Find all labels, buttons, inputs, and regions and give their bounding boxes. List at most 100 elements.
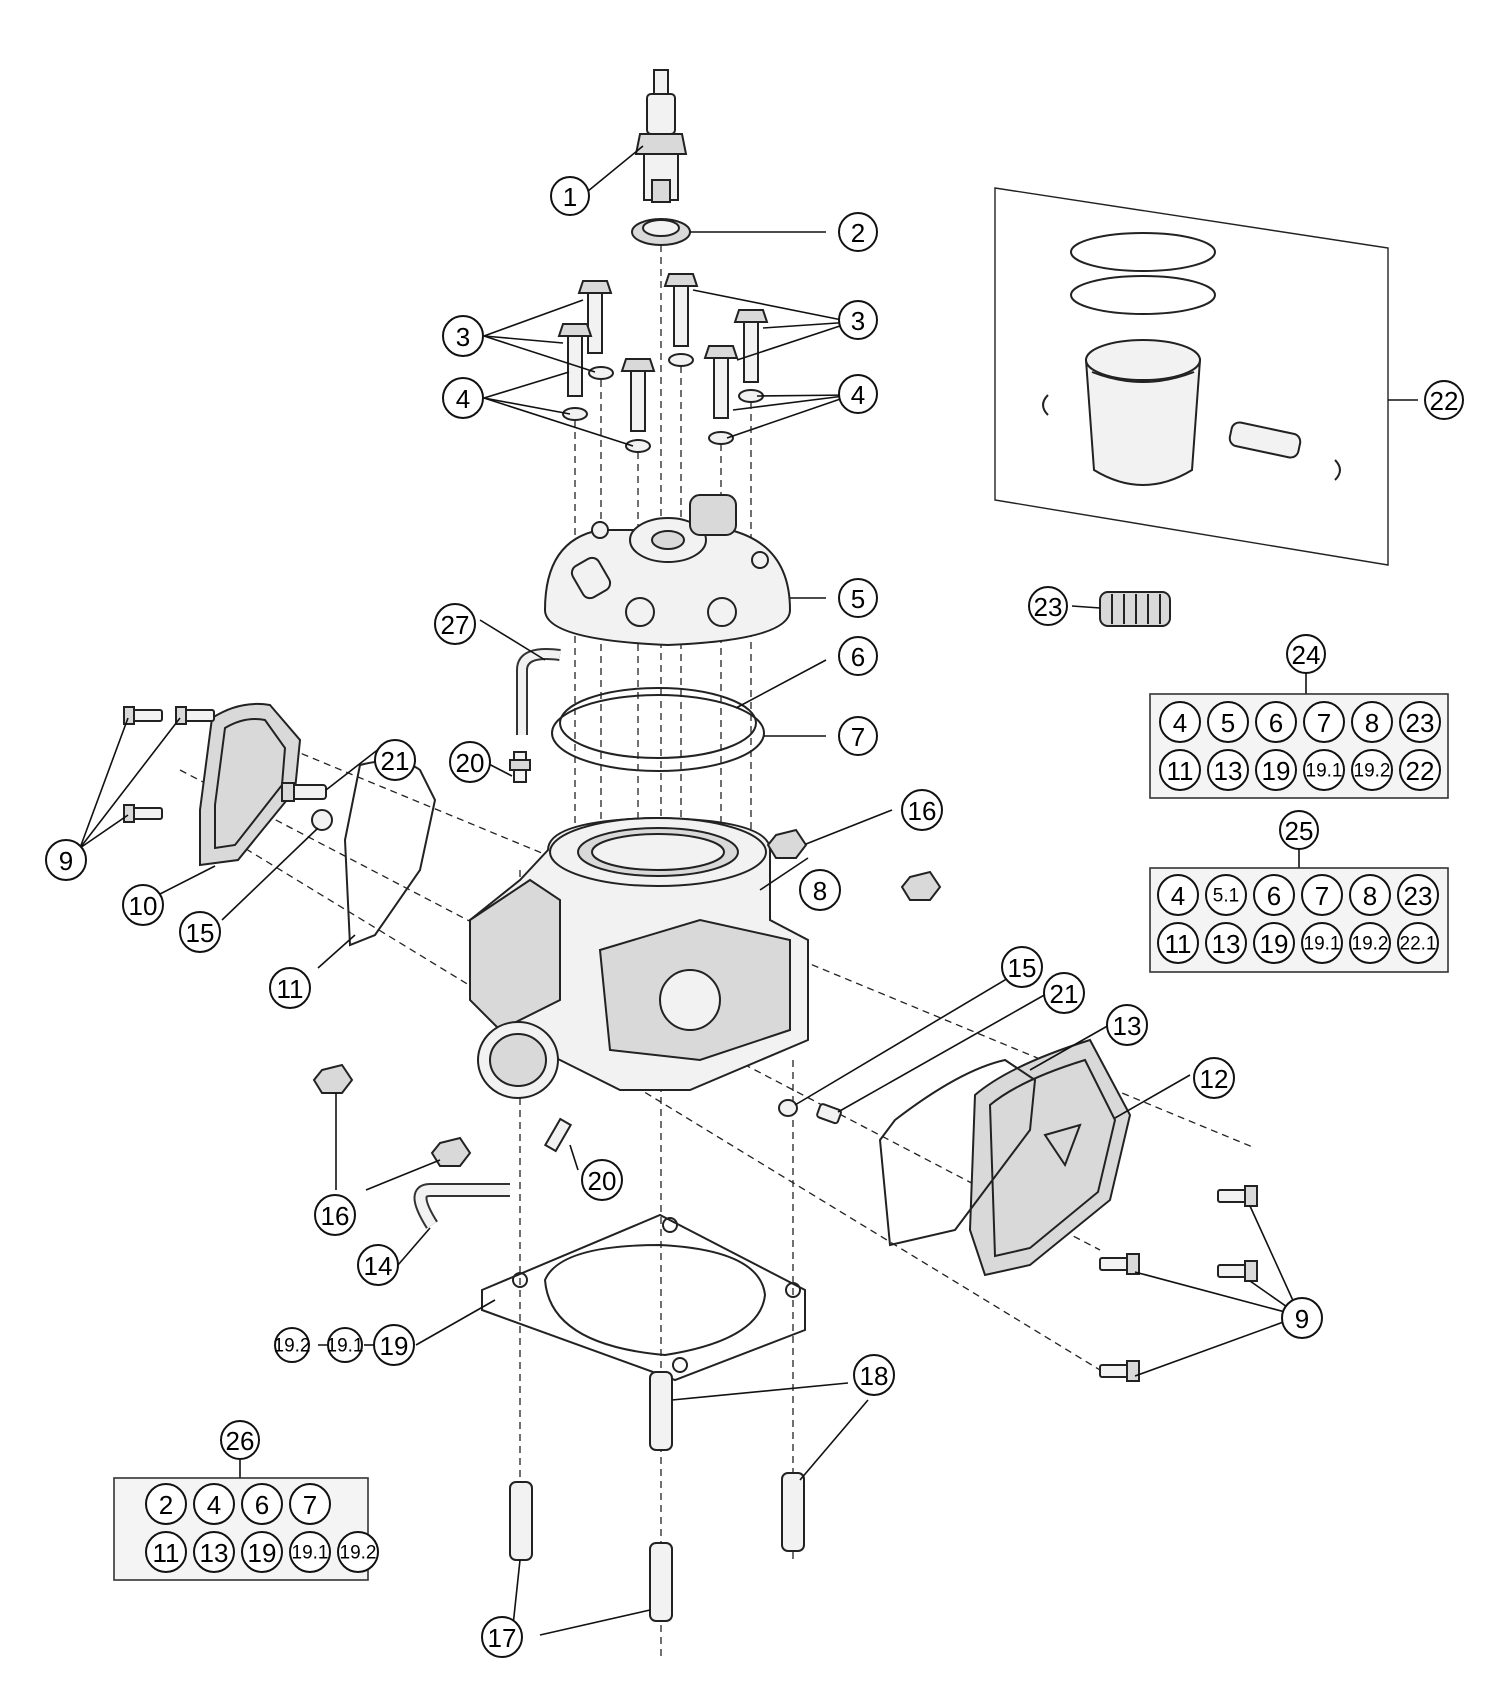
callout-label: 13	[200, 1538, 229, 1568]
callout-label: 21	[1050, 979, 1079, 1009]
callout-20: 20	[449, 741, 491, 783]
callout-label: 7	[851, 722, 865, 752]
callout-15: 15	[1001, 946, 1043, 988]
callout-11: 11	[269, 967, 311, 1009]
callout-label: 13	[1214, 756, 1243, 786]
kit-25-item: 7	[1301, 874, 1343, 916]
callout-27: 27	[434, 603, 476, 645]
callout-label: 15	[186, 918, 215, 948]
head-bolts	[483, 273, 853, 453]
left-pv-cover	[157, 702, 302, 896]
kit-25-item: 11	[1157, 922, 1199, 964]
kit-24-item: 6	[1255, 701, 1297, 743]
callout-9: 9	[45, 839, 87, 881]
right-washer	[778, 967, 1026, 1117]
callout-label: 3	[851, 306, 865, 336]
callout-label: 19	[380, 1331, 409, 1361]
callout-label: 16	[321, 1201, 350, 1231]
callout-23: 23	[1028, 586, 1068, 626]
callout-label: 20	[456, 748, 485, 778]
kit-24-item: 22	[1399, 749, 1441, 791]
kit-26-item: 7	[289, 1483, 331, 1525]
left-cover-bolts	[79, 706, 215, 849]
callout-label: 19.2	[1352, 934, 1389, 955]
callout-1: 1	[550, 176, 590, 216]
callout-12: 12	[1193, 1057, 1235, 1099]
kit-25-item: 5.1	[1205, 874, 1247, 916]
callout-3: 3	[442, 315, 484, 357]
callout-label: 15	[1008, 953, 1037, 983]
kit-24-item: 23	[1399, 701, 1441, 743]
kit-26-item: 19.2	[337, 1531, 379, 1573]
kit-26-item: 13	[193, 1531, 235, 1573]
kit-number-25: 25	[1279, 810, 1319, 850]
callout-label: 1	[563, 182, 577, 212]
callout-label: 6	[255, 1490, 269, 1520]
breather-nipple-bottom	[543, 1117, 579, 1171]
breather-hose	[479, 619, 561, 735]
callout-label: 5	[1221, 708, 1235, 738]
callout-label: 19.1	[1304, 934, 1341, 955]
callout-22: 22	[1424, 380, 1464, 420]
spark-plug-washer	[631, 218, 826, 246]
callout-label: 25	[1285, 816, 1314, 846]
kit-26-item: 4	[193, 1483, 235, 1525]
right-small-bolt	[816, 984, 1063, 1125]
callout-label: 22.1	[1400, 934, 1437, 955]
callout-19-1: 19.1	[327, 1327, 364, 1363]
callout-label: 23	[1406, 708, 1435, 738]
kit-26-item: 19.1	[289, 1531, 331, 1573]
kit-24-item: 13	[1207, 749, 1249, 791]
callout-label: 13	[1113, 1011, 1142, 1041]
base-gasket	[318, 1213, 806, 1382]
kit-25-item: 19.1	[1301, 922, 1343, 964]
callout-label: 10	[129, 891, 158, 921]
callout-label: 11	[1167, 756, 1194, 786]
callout-6: 6	[838, 636, 878, 676]
spark-plug	[581, 69, 688, 203]
callout-label: 8	[1365, 708, 1379, 738]
kit-24-item: 19.2	[1351, 749, 1393, 791]
callout-label: 23	[1404, 881, 1433, 911]
callout-label: 6	[1269, 708, 1283, 738]
callout-14: 14	[357, 1244, 399, 1286]
cylinder-nuts	[312, 809, 942, 1191]
callout-5: 5	[838, 578, 878, 618]
kit-25-item: 19.2	[1349, 922, 1391, 964]
kit-26-item: 19	[241, 1531, 283, 1573]
callout-21: 21	[1043, 972, 1085, 1014]
callout-label: 12	[1200, 1064, 1229, 1094]
callout-15: 15	[179, 911, 221, 953]
callout-label: 5	[851, 584, 865, 614]
right-pv-cover	[968, 1038, 1191, 1277]
callout-label: 23	[1034, 592, 1063, 622]
callout-label: 13	[1212, 929, 1241, 959]
kit-24-item: 5	[1207, 701, 1249, 743]
cylinder-head	[543, 494, 826, 647]
callout-label: 19	[1262, 756, 1291, 786]
dowel-pins	[509, 1371, 869, 1636]
piston-kit-group	[994, 187, 1418, 566]
callout-label: 22	[1406, 756, 1435, 786]
kit-25-item: 6	[1253, 874, 1295, 916]
kit-25-item: 8	[1349, 874, 1391, 916]
callout-label: 19.1	[327, 1336, 364, 1357]
callout-label: 19.1	[292, 1543, 329, 1564]
right-pv-gasket	[878, 1019, 1119, 1247]
callout-label: 18	[860, 1361, 889, 1391]
kit-25-item: 13	[1205, 922, 1247, 964]
callout-9: 9	[1281, 1297, 1323, 1339]
callout-label: 9	[1295, 1304, 1309, 1334]
callout-13: 13	[1106, 1004, 1148, 1046]
callout-8: 8	[799, 869, 841, 911]
head-orings	[551, 659, 827, 772]
callout-label: 24	[1292, 640, 1321, 670]
kit-24-item: 8	[1351, 701, 1393, 743]
callout-label: 7	[1315, 881, 1329, 911]
callout-label: 11	[153, 1538, 180, 1568]
callout-label: 16	[908, 796, 937, 826]
callout-label: 6	[1267, 881, 1281, 911]
kit-25-item: 4	[1157, 874, 1199, 916]
